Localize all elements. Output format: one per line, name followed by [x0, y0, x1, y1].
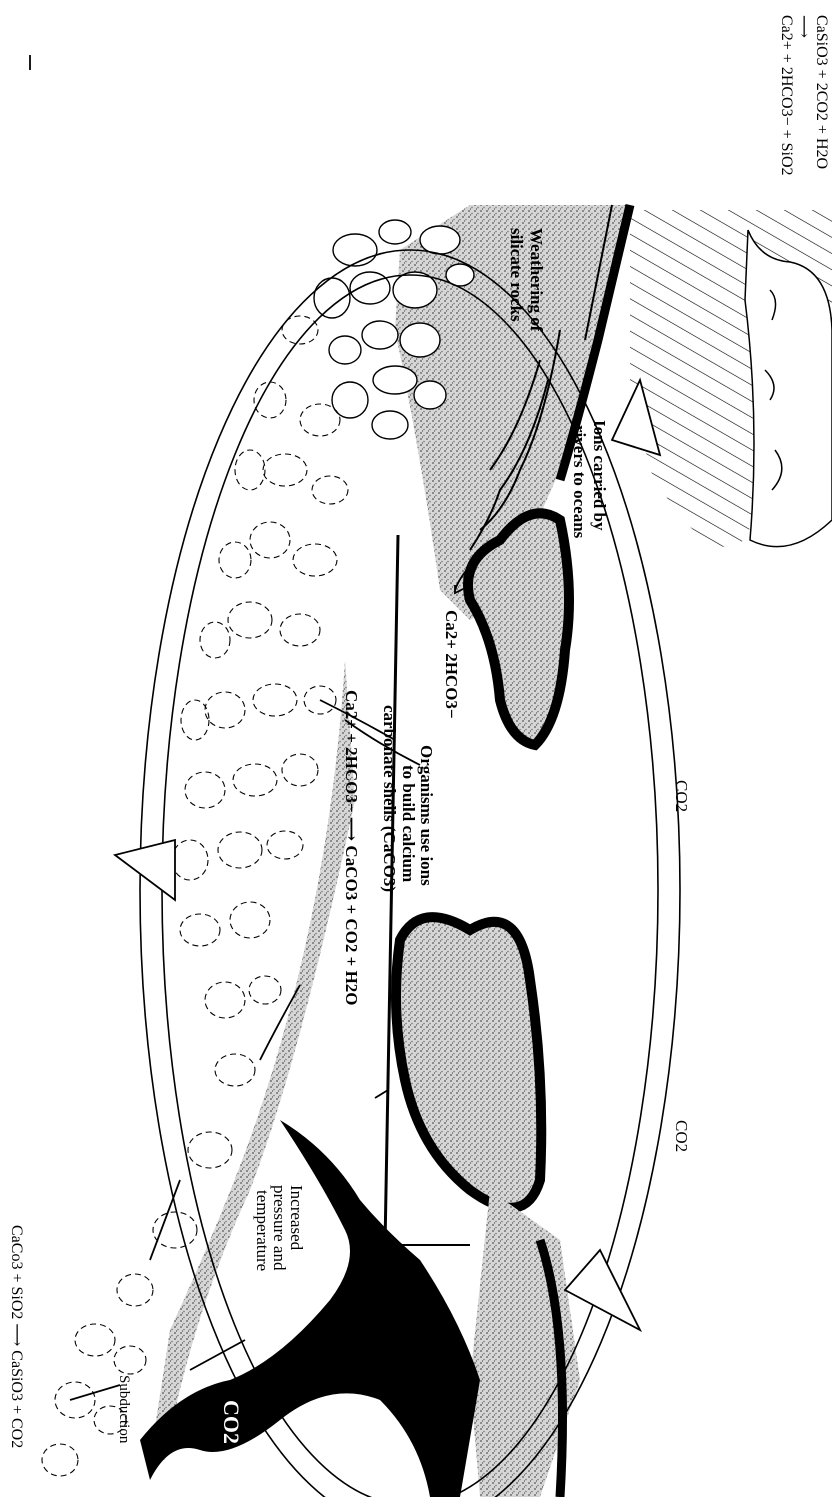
shell-building-equation: Ca2+ + 2HCO3− ⟶ CaCO3 + CO2 + H2O	[342, 690, 360, 1006]
pressure-arrow	[190, 1340, 245, 1370]
organisms-label-line3: carbonate shells (CaCO3)	[380, 705, 398, 892]
weathering-products-equation: Ca2+ + 2HCO3− + SiO2	[777, 15, 795, 176]
pressure-label-line2: pressure and	[270, 1185, 288, 1270]
volcano-co2-label: CO2	[222, 1400, 240, 1444]
pressure-label-line1: Increased	[287, 1185, 305, 1250]
weathering-label-line2: silicate rocks	[507, 228, 525, 322]
organisms-label-line2: to build calcium	[399, 765, 417, 882]
continent-upper	[468, 513, 569, 745]
subduction-label: Subduction	[115, 1375, 133, 1443]
weathering-reactants-equation: CaSiO3 + 2CO2 + H2O	[812, 15, 830, 169]
co2-label-lower: CO2	[672, 1120, 690, 1152]
equation-arrow-label: ⟶	[794, 15, 812, 38]
metamorphism-equation: CaCo3 + SiO2 ⟶ CaSiO3 + CO2	[7, 1225, 25, 1448]
ocean-ions-label: Ca2+ 2HCO3−	[442, 610, 460, 719]
arrowhead-right	[565, 1250, 640, 1330]
ions-label-line2: rivers to oceans	[570, 425, 588, 538]
arrowhead-left	[115, 840, 175, 900]
ions-label-line1: Ions carried by	[590, 420, 608, 531]
atmosphere-hatch-region	[630, 210, 832, 547]
weathering-label-line1: Weathering of	[527, 228, 545, 331]
subduction-label-arrow	[70, 1385, 120, 1400]
co2-label-upper: CO2	[672, 780, 690, 812]
pressure-label-line3: temperature	[253, 1190, 271, 1271]
organisms-label-line1: Organisms use ions	[417, 745, 435, 886]
